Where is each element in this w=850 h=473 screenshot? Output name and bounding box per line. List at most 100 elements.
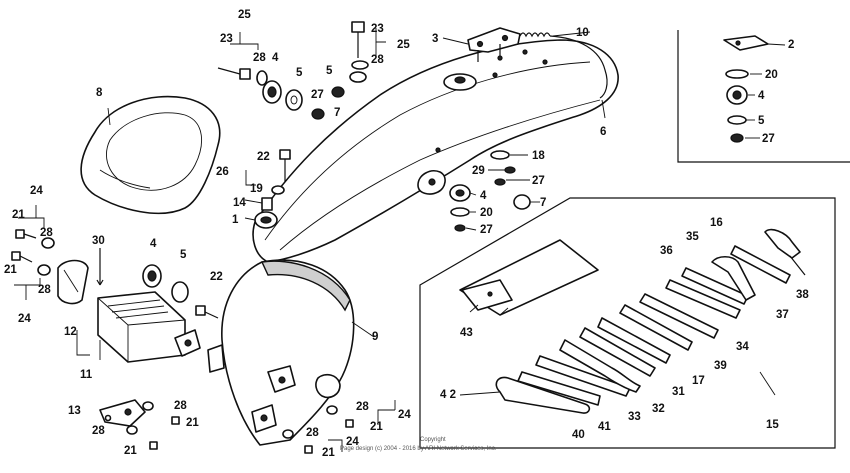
callout-25: 25 bbox=[238, 9, 251, 21]
washer-28-bottom-right bbox=[326, 405, 338, 415]
callout-14: 14 bbox=[233, 197, 246, 209]
bolt-21-bracket-bottom bbox=[149, 441, 158, 450]
callout-13: 13 bbox=[68, 405, 81, 417]
callout-28: 28 bbox=[371, 54, 384, 66]
callout-21: 21 bbox=[370, 421, 383, 433]
callout-15: 15 bbox=[766, 419, 779, 431]
callout-5: 5 bbox=[326, 65, 333, 77]
taillight-bracket bbox=[467, 27, 521, 62]
callout-28: 28 bbox=[253, 52, 266, 64]
bolt-23-top bbox=[351, 21, 365, 58]
callout-32: 32 bbox=[652, 403, 665, 415]
bolt-21-lower bbox=[11, 251, 33, 263]
callout-7: 7 bbox=[540, 197, 546, 209]
callout-39: 39 bbox=[714, 360, 727, 372]
callout-3: 3 bbox=[432, 33, 438, 45]
grommet-4-lower bbox=[142, 264, 162, 288]
copyright-line-2: Page design (c) 2004 - 2016 by ARI Netwo… bbox=[340, 446, 497, 452]
rectifier-unit bbox=[97, 291, 201, 363]
callout-27: 27 bbox=[532, 175, 545, 187]
rubber-cover bbox=[57, 259, 89, 305]
washer-28-bracket-bottom bbox=[126, 425, 138, 435]
washer-28-bracket-top bbox=[142, 401, 154, 411]
leader-lines bbox=[14, 28, 786, 452]
callout-24: 24 bbox=[30, 185, 43, 197]
callout-17: 17 bbox=[692, 375, 705, 387]
nut-27-center-lower bbox=[454, 224, 466, 232]
cap-7-center bbox=[513, 194, 531, 210]
callout-12: 12 bbox=[64, 326, 77, 338]
washer-18 bbox=[490, 150, 510, 160]
callout-21: 21 bbox=[12, 209, 25, 221]
grommet-1 bbox=[254, 211, 278, 229]
nut-29 bbox=[504, 166, 516, 174]
callout-33: 33 bbox=[628, 411, 641, 423]
callout-23: 23 bbox=[371, 23, 384, 35]
callout-7: 7 bbox=[334, 107, 340, 119]
callout-26: 26 bbox=[216, 166, 229, 178]
callout-5: 5 bbox=[296, 67, 303, 79]
washer-28-left bbox=[256, 70, 268, 86]
callout-28: 28 bbox=[38, 284, 51, 296]
tool-kit-panel bbox=[419, 197, 836, 449]
tie-pin bbox=[96, 248, 104, 286]
callout-28: 28 bbox=[40, 227, 53, 239]
callout-21: 21 bbox=[186, 417, 199, 429]
callout-19: 19 bbox=[250, 183, 263, 195]
callout-24: 24 bbox=[18, 313, 31, 325]
callout-20: 20 bbox=[480, 207, 493, 219]
callout-27: 27 bbox=[762, 133, 775, 145]
callout-27: 27 bbox=[311, 89, 324, 101]
washer-28-upper bbox=[41, 237, 55, 249]
nut-7-left bbox=[311, 108, 325, 120]
callout-31: 31 bbox=[672, 386, 685, 398]
callout-42: 4 2 bbox=[440, 389, 456, 401]
bolt-21-bracket-right bbox=[171, 416, 180, 425]
collar-5-left bbox=[285, 89, 303, 111]
callout-21: 21 bbox=[322, 447, 335, 459]
bolt-22-center bbox=[279, 149, 291, 182]
washer-28-lower bbox=[37, 264, 51, 276]
rear-fender bbox=[252, 39, 619, 263]
callout-41: 41 bbox=[598, 421, 611, 433]
callout-37: 37 bbox=[776, 309, 789, 321]
washer-19 bbox=[271, 185, 285, 195]
copyright-notice: Copyright Page design (c) 2004 - 2016 by… bbox=[340, 437, 497, 452]
callout-8: 8 bbox=[96, 87, 103, 99]
bolt-22-lower bbox=[195, 305, 219, 319]
callout-29: 29 bbox=[472, 165, 485, 177]
callout-28: 28 bbox=[306, 427, 319, 439]
callout-38: 38 bbox=[796, 289, 809, 301]
callout-16: 16 bbox=[710, 217, 723, 229]
wire-harness-spring bbox=[519, 32, 608, 99]
tool-bag bbox=[459, 239, 599, 316]
callout-4: 4 bbox=[758, 90, 765, 102]
callout-22: 22 bbox=[257, 151, 270, 163]
callout-30: 30 bbox=[92, 235, 105, 247]
callout-27: 27 bbox=[480, 224, 493, 236]
callout-24: 24 bbox=[346, 436, 359, 448]
callout-6: 6 bbox=[600, 126, 606, 138]
inner-fender bbox=[207, 259, 355, 446]
grommet-4-center bbox=[449, 184, 471, 202]
callout-28: 28 bbox=[356, 401, 369, 413]
callout-4: 4 bbox=[150, 238, 157, 250]
callout-labels: 25 23 28 4 5 27 7 23 25 28 5 3 10 6 8 22… bbox=[4, 9, 809, 459]
nut-27-center bbox=[494, 178, 506, 186]
washer-20-center bbox=[450, 207, 470, 217]
callout-10: 10 bbox=[576, 27, 589, 39]
nut-27-left bbox=[331, 86, 345, 98]
collar-14 bbox=[261, 197, 273, 211]
callout-9: 9 bbox=[372, 331, 378, 343]
grommet-4-left bbox=[262, 80, 282, 104]
callout-4: 4 bbox=[272, 52, 279, 64]
washer-28-bottom bbox=[282, 429, 294, 439]
callout-34: 34 bbox=[736, 341, 749, 353]
callout-11: 11 bbox=[80, 369, 93, 381]
callout-24: 24 bbox=[398, 409, 411, 421]
copyright-line-1: Copyright bbox=[420, 437, 446, 443]
callout-2: 2 bbox=[788, 39, 794, 51]
collar-5-lower bbox=[171, 281, 189, 303]
